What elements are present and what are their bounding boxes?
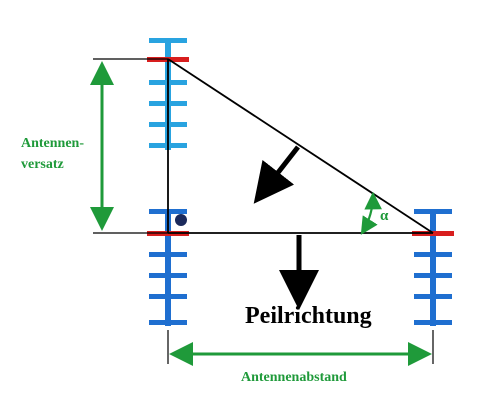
antenna-element [149, 294, 187, 299]
antenna-offset-label-line1: Antennen- [21, 136, 84, 151]
center-dot-icon [175, 214, 187, 226]
angle-alpha-label: α [380, 208, 389, 224]
antenna-left-lower-boom [165, 209, 171, 326]
triangle-hypotenuse [167, 58, 434, 234]
angle-alpha-arc [360, 191, 382, 235]
antenna-element [414, 294, 452, 299]
antenna-element [414, 320, 452, 325]
antenna-spacing-label: Antennenabstand [241, 370, 347, 385]
antenna-element [149, 273, 187, 278]
hypotenuse-normal-arrow-icon [253, 145, 300, 204]
antenna-offset-label-line2: versatz [21, 157, 64, 172]
antenna-right [412, 209, 454, 326]
antenna-element [149, 38, 187, 43]
antenna-right-boom [430, 209, 436, 326]
antenna-element [414, 252, 452, 257]
antenna-element [149, 252, 187, 257]
antenna-element [414, 209, 452, 214]
antenna-element [149, 320, 187, 325]
bearing-direction-label: Peilrichtung [245, 303, 372, 329]
antenna-element [414, 273, 452, 278]
